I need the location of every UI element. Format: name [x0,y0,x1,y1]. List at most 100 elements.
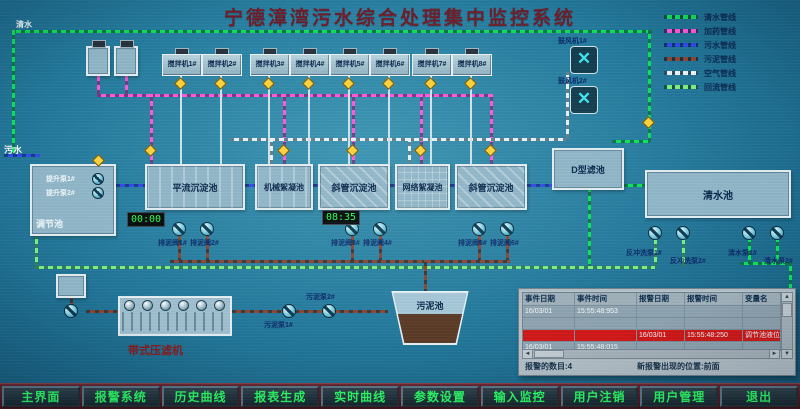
pipe-air-main [230,138,566,141]
tank-inclined-sedimentation-2: 斜管沉淀池 [455,164,527,210]
valve-icon[interactable] [484,144,497,157]
drain-pump-4-icon[interactable] [373,222,387,236]
sludge-pump-1-icon[interactable] [282,304,296,318]
press-roller-icon [178,300,189,311]
sludge-pump-2-icon[interactable] [322,304,336,318]
nav-button-parameters[interactable]: 参数设置 [400,386,479,407]
tank-mechanical-flocculation: 机械絮凝池 [255,164,313,210]
pipe-mud-main [170,260,510,263]
station-pump-icon[interactable] [64,304,78,318]
alarm-cell: 15:55:48:250 [685,330,743,341]
valve-icon[interactable] [642,116,655,129]
dosing-tank-2 [114,46,138,76]
valve-icon[interactable] [342,77,355,90]
legend-line-air-icon [664,71,698,75]
lift-pump-2-icon[interactable] [92,187,104,199]
alarm-row-active[interactable]: 16/03/01 15:55:48:250 调节池液位 [523,330,781,342]
blower-fan-2-icon[interactable]: ✕ [570,86,598,114]
dosing-mixer-motor-icon [120,40,134,48]
alarm-header-cell: 报警时间 [685,293,743,305]
legend-item: 污水管线 [664,38,796,52]
legend-label: 空气管线 [704,68,736,78]
tank-plain-sedimentation: 平流沉淀池 [145,164,245,210]
bottom-nav-bar: 主界面 报警系统 历史曲线 报表生成 实时曲线 参数设置 输入监控 用户注销 用… [0,383,800,409]
nav-button-exit[interactable]: 退出 [720,386,798,407]
valve-icon[interactable] [382,77,395,90]
scrollbar-right-button[interactable]: ► [769,349,780,359]
backwash-pump-1-label: 反冲洗泵1# [626,250,662,257]
nav-button-user-management[interactable]: 用户管理 [640,386,719,407]
pipe-dose-main [97,94,492,97]
pipe-clean-to-dfilter [612,140,650,143]
valve-icon[interactable] [144,144,157,157]
nav-button-report[interactable]: 报表生成 [241,386,320,407]
valve-icon[interactable] [424,77,437,90]
dosing-mixer-motor-icon [92,40,106,48]
pipe-mud-to-sludgetank [424,260,427,293]
scrollbar-left-button[interactable]: ◄ [522,349,533,359]
clean-pump-1-icon[interactable] [742,226,756,240]
nav-button-input-monitor[interactable]: 输入监控 [480,386,559,407]
nav-button-home[interactable]: 主界面 [2,386,80,407]
nav-button-history-curve[interactable]: 历史曲线 [161,386,240,407]
nav-button-alarm-system[interactable]: 报警系统 [81,386,160,407]
mixer-2[interactable]: 搅拌机2# [202,54,242,76]
alarm-cell [685,306,743,317]
alarm-row[interactable] [523,318,781,330]
alarm-table-header: 事件日期 事件时间 报警日期 报警时间 变量名 [523,293,781,306]
drain-pump-5-label: 排泥阀5# [458,240,487,247]
mixer-6[interactable]: 搅拌机6# [370,54,410,76]
mixer-5[interactable]: 搅拌机5# [330,54,370,76]
chemical-station [56,274,86,298]
scrollbar-thumb[interactable] [782,303,792,317]
backwash-pump-2-icon[interactable] [676,226,690,240]
alarm-cell [637,306,685,317]
valve-icon[interactable] [214,77,227,90]
alarm-cell [743,306,781,317]
drain-pump-2-icon[interactable] [200,222,214,236]
alarm-cell [523,318,575,329]
sludge-pump-1-label: 污泥泵1# [264,322,293,329]
valve-icon[interactable] [277,144,290,157]
alarm-table: 事件日期 事件时间 报警日期 报警时间 变量名 16/03/01 15:55:4… [522,292,782,351]
drain-pump-6-icon[interactable] [500,222,514,236]
valve-icon[interactable] [414,144,427,157]
pipe-dose-tank1 [97,76,100,94]
alarm-cell: 调节池液位 [745,330,781,341]
pipe-dose-tank2 [125,76,128,94]
mixer-4[interactable]: 搅拌机4# [290,54,330,76]
mixer-3[interactable]: 搅拌机3# [250,54,290,76]
legend-line-sludge-icon [664,57,698,61]
pipe-return-main [35,266,655,269]
drain-pump-5-icon[interactable] [472,222,486,236]
blower-fan-1-icon[interactable]: ✕ [570,46,598,74]
scrollbar-thumb[interactable] [534,350,564,358]
belt-press-label: 带式压滤机 [128,345,183,357]
press-roller-icon [160,300,171,311]
pipe-regulation-to-sed [116,184,146,187]
tank-d-filter: D型滤池 [552,148,624,190]
scrollbar-down-button[interactable]: ▼ [781,349,793,359]
pipe-dfilter-backwash [588,190,591,268]
mixer-7[interactable]: 搅拌机7# [412,54,452,76]
nav-button-realtime-curve[interactable]: 实时曲线 [321,386,399,407]
legend-label: 清水管线 [704,12,736,22]
valve-icon[interactable] [302,77,315,90]
mixer-1[interactable]: 搅拌机1# [162,54,202,76]
valve-icon[interactable] [174,77,187,90]
alarm-row[interactable]: 16/03/01 15:55:48:953 [523,306,781,318]
timer-display-1: 00:00 [127,212,165,227]
drain-pump-1-icon[interactable] [172,222,186,236]
clean-pump-2-icon[interactable] [770,226,784,240]
nav-button-user-logout[interactable]: 用户注销 [560,386,639,407]
valve-icon[interactable] [262,77,275,90]
alarm-header-cell: 事件日期 [523,293,575,305]
lift-pump-1-icon[interactable] [92,173,104,185]
press-roller-icon [196,300,207,311]
tank-inclined-sedimentation-1: 斜管沉淀池 [318,164,390,210]
scrollbar-up-button[interactable]: ▲ [781,292,793,302]
backwash-pump-1-icon[interactable] [648,226,662,240]
mixer-8[interactable]: 搅拌机8# [452,54,492,76]
valve-icon[interactable] [464,77,477,90]
